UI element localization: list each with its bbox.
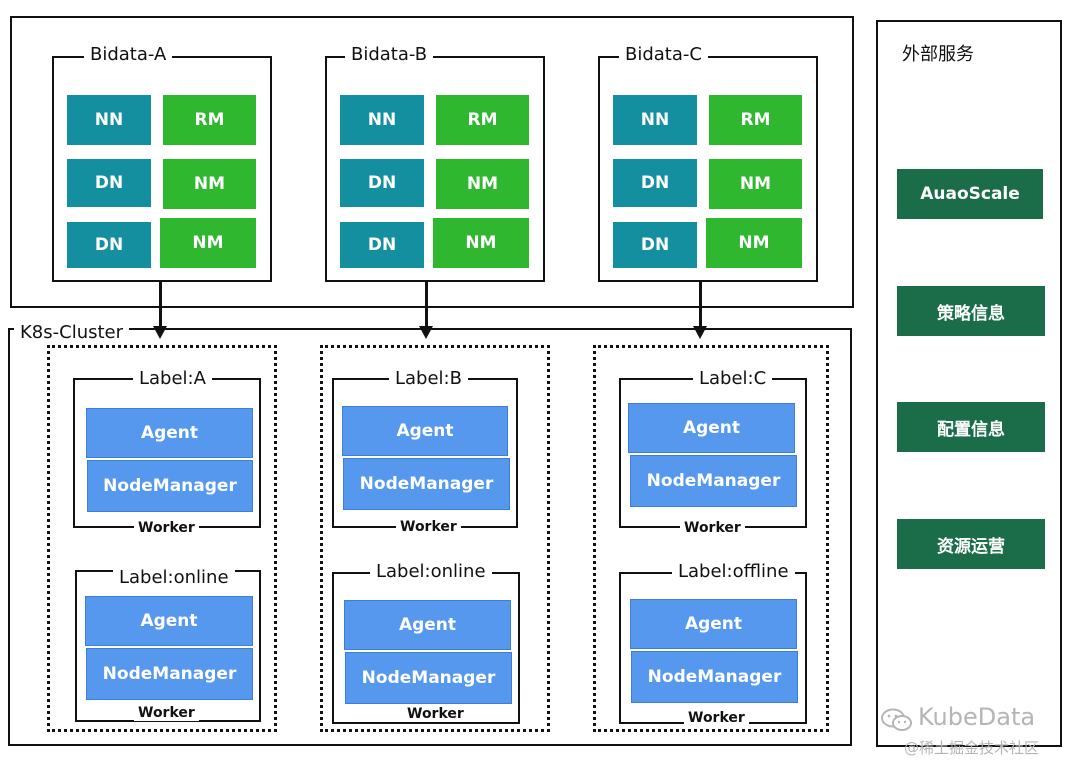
agent-c-top: Agent [628,403,795,453]
group-a-dotted [47,345,277,732]
group-b-dotted [320,345,550,732]
nodemanager-b-bottom: NodeManager [345,652,512,704]
external-services-frame [876,20,1062,747]
bidata-a-nn: NN [67,95,151,145]
worker-label-b-top: Worker [396,519,461,535]
label-c-top: Label:C [693,368,773,390]
arrow-b-line [425,282,428,328]
arrow-c-line [699,282,702,328]
bidata-b-nn: NN [340,95,424,145]
k8s-cluster-frame [8,328,852,746]
service-config-info: 配置信息 [897,402,1045,452]
service-resource-ops: 资源运营 [897,519,1045,569]
watermark-brand: KubeData [918,703,1036,731]
agent-c-bottom: Agent [630,599,797,649]
bidata-a-nm-2: NM [160,218,256,268]
bidata-b-dn-1: DN [340,159,424,207]
external-services-title: 外部服务 [902,44,974,65]
bidata-frame [10,16,854,308]
bidata-b-dn-2: DN [340,222,424,268]
label-c-bottom: Label:offline [672,561,795,583]
label-a-top: Label:A [133,368,212,390]
bidata-c-nm-1: NM [709,159,802,209]
worker-label-c-top: Worker [680,520,745,536]
wechat-icon [880,707,914,737]
group-c-dotted [593,345,829,732]
arrow-a-line [159,282,162,328]
bidata-a-title: Bidata-A [84,44,173,66]
bidata-a-dn-2: DN [67,222,151,268]
nodemanager-c-top: NodeManager [630,455,797,507]
k8s-cluster-title: K8s-Cluster [14,322,130,344]
bidata-c-title: Bidata-C [619,44,708,66]
bidata-b-title: Bidata-B [345,44,434,66]
bidata-c-box [598,56,818,282]
label-b-top: Label:B [389,368,468,390]
bidata-b-nm-2: NM [433,218,529,268]
bidata-c-dn-2: DN [613,222,697,268]
bidata-a-rm: RM [163,95,256,145]
bidata-b-nm-1: NM [436,159,529,209]
agent-a-top: Agent [86,408,253,458]
agent-b-bottom: Agent [344,600,511,650]
worker-label-a-top: Worker [134,520,199,536]
agent-a-bottom: Agent [85,596,253,646]
bidata-c-dn-1: DN [613,159,697,207]
worker-label-a-bottom: Worker [134,705,199,721]
service-autoscale: AuaoScale [897,169,1043,219]
watermark-community: @稀土掘金技术社区 [904,739,1040,757]
bidata-a-nm-1: NM [163,159,256,209]
nodemanager-b-top: NodeManager [343,458,510,510]
agent-b-top: Agent [342,406,508,456]
bidata-c-rm: RM [709,95,802,145]
label-a-bottom: Label:online [113,567,235,589]
label-b-bottom: Label:online [370,561,492,583]
nodemanager-a-bottom: NodeManager [86,648,253,700]
bidata-b-rm: RM [436,95,529,145]
worker-label-c-bottom: Worker [684,710,749,726]
bidata-a-dn-1: DN [67,159,151,207]
bidata-c-nn: NN [613,95,697,145]
worker-label-b-bottom: Worker [403,706,468,722]
nodemanager-a-top: NodeManager [87,460,253,512]
bidata-b-box [325,56,545,282]
bidata-c-nm-2: NM [706,218,802,268]
nodemanager-c-bottom: NodeManager [631,651,798,703]
service-policy-info: 策略信息 [897,286,1045,336]
